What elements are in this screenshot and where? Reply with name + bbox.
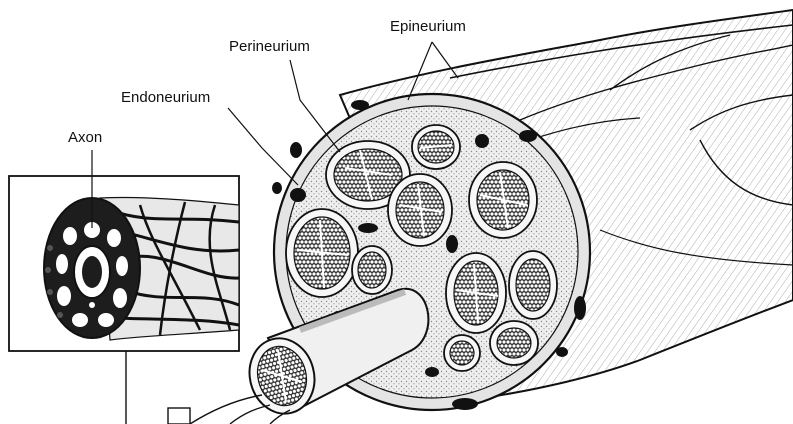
fascicle [469, 162, 537, 238]
fascicle [490, 321, 538, 365]
endoneurium-label: Endoneurium [121, 89, 210, 106]
fascicle [444, 335, 480, 371]
fascicle [446, 253, 506, 333]
axon-label: Axon [68, 129, 102, 146]
fascicle [388, 174, 452, 246]
perineurium-label: Perineurium [229, 38, 310, 55]
fascicle [412, 125, 460, 169]
fascicle [286, 209, 358, 297]
endoneurium-leader [228, 108, 298, 185]
epineurium-label: Epineurium [390, 18, 466, 35]
inset-box [9, 176, 239, 424]
fascicle [352, 246, 392, 294]
fascicle [509, 251, 557, 319]
